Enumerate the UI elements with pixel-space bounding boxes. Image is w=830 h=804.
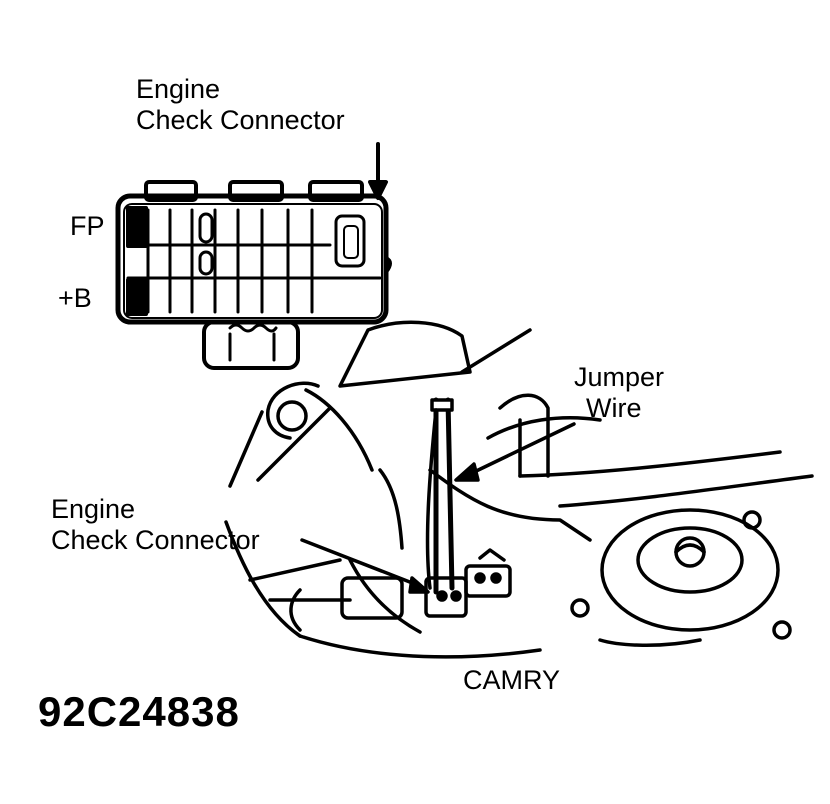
engine-bay-scene <box>224 320 814 659</box>
bottom-connector-label: Engine Check Connector <box>51 494 260 556</box>
model-label: CAMRY <box>463 665 561 695</box>
figure-code: 92C24838 <box>38 688 240 735</box>
top-connector-label: Engine Check Connector <box>136 74 345 136</box>
connector-detail <box>115 142 392 370</box>
jumper-wire-label: Jumper Wire <box>574 362 664 424</box>
bottom-connector-label-line1: Engine <box>51 494 136 524</box>
jumper-wire-label-line2: Wire <box>586 393 642 423</box>
top-connector-label-line1: Engine <box>136 74 221 104</box>
pin-fp-label: FP <box>70 211 105 241</box>
top-connector-label-line2: Check Connector <box>136 105 345 135</box>
bottom-connector-label-line2: Check Connector <box>51 525 260 555</box>
jumper-wire-label-line1: Jumper <box>574 362 665 392</box>
pin-b-label: +B <box>58 283 92 313</box>
